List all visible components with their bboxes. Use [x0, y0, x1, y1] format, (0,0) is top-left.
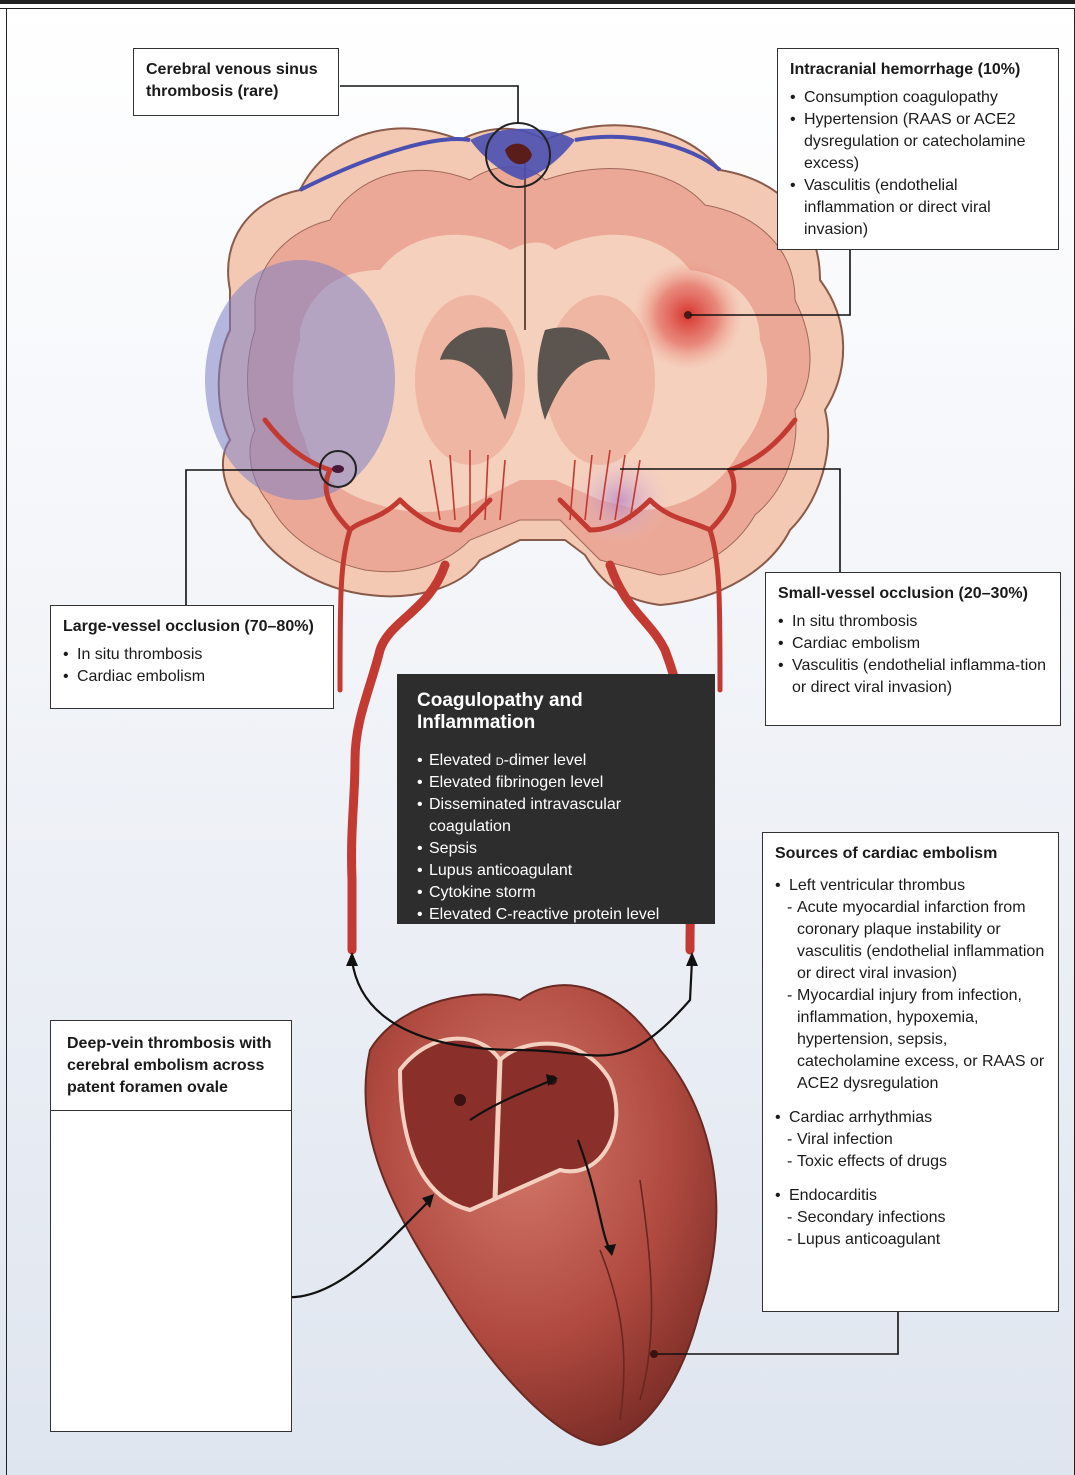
- cardiac-embolism-box: Sources of cardiac embolism Left ventric…: [762, 832, 1059, 1312]
- cardiac-subitem: Lupus anticoagulant: [775, 1229, 1046, 1251]
- ich-item: Vasculitis (endothelial inflammation or …: [790, 175, 1046, 241]
- ich-item: Hypertension (RAAS or ACE2 dysregulation…: [790, 109, 1046, 175]
- svo-item: Cardiac embolism: [778, 633, 1048, 655]
- svo-item: In situ thrombosis: [778, 611, 1048, 633]
- cardiac-subitem: Myocardial injury from infection, inflam…: [775, 985, 1046, 1095]
- svo-label-box: Small-vessel occlusion (20–30%) In situ …: [765, 572, 1061, 726]
- svo-title: Small-vessel occlusion (20–30%): [778, 583, 1048, 605]
- cardiac-item-lv: Left ventricular thrombus: [775, 875, 1046, 897]
- coagulopathy-box: Coagulopathy and Inflammation Elevated d…: [397, 674, 715, 924]
- lvo-item: In situ thrombosis: [63, 644, 321, 666]
- lvo-title: Large-vessel occlusion (70–80%): [63, 616, 321, 638]
- cardiac-subitem: Secondary infections: [775, 1207, 1046, 1229]
- svo-item: Vasculitis (endothelial inflamma-tion or…: [778, 655, 1048, 699]
- heart: [365, 985, 716, 1445]
- dvt-panel: Deep-vein thrombosis with cerebral embol…: [50, 1020, 292, 1432]
- dvt-title: Deep-vein thrombosis with cerebral embol…: [51, 1021, 291, 1111]
- ich-label-box: Intracranial hemorrhage (10%) Consumptio…: [777, 48, 1059, 250]
- cardiac-title: Sources of cardiac embolism: [775, 843, 1046, 865]
- heart-clot-1: [454, 1094, 466, 1106]
- lvo-label-box: Large-vessel occlusion (70–80%) In situ …: [50, 605, 334, 709]
- ich-title: Intracranial hemorrhage (10%): [790, 59, 1046, 81]
- cardiac-item-endocarditis: Endocarditis: [775, 1185, 1046, 1207]
- coag-item: Lupus anticoagulant: [417, 860, 695, 882]
- coag-item: Elevated d-dimer level: [417, 750, 695, 772]
- heart-target-dot: [650, 1350, 658, 1358]
- coag-title: Coagulopathy and Inflammation: [417, 690, 695, 734]
- lvo-clot: [332, 465, 344, 473]
- cardiac-subitem: Toxic effects of drugs: [775, 1151, 1046, 1173]
- coag-item: Cytokine storm: [417, 882, 695, 904]
- coag-item: Elevated fibrinogen level: [417, 772, 695, 794]
- cardiac-item-arrhythmia: Cardiac arrhythmias: [775, 1107, 1046, 1129]
- ich-item: Consumption coagulopathy: [790, 87, 1046, 109]
- cardiac-subitem: Viral infection: [775, 1129, 1046, 1151]
- cvst-title: Cerebral venous sinus thrombosis (rare): [146, 59, 326, 103]
- lvo-item: Cardiac embolism: [63, 666, 321, 688]
- infarct-region: [205, 260, 395, 500]
- cvst-label-box: Cerebral venous sinus thrombosis (rare): [133, 48, 339, 116]
- coag-item: Disseminated intravascular coagulation: [417, 794, 695, 838]
- cardiac-subitem: Acute myocardial infarction from coronar…: [775, 897, 1046, 985]
- coag-item: Sepsis: [417, 838, 695, 860]
- coag-item: Elevated C-reactive protein level: [417, 904, 695, 926]
